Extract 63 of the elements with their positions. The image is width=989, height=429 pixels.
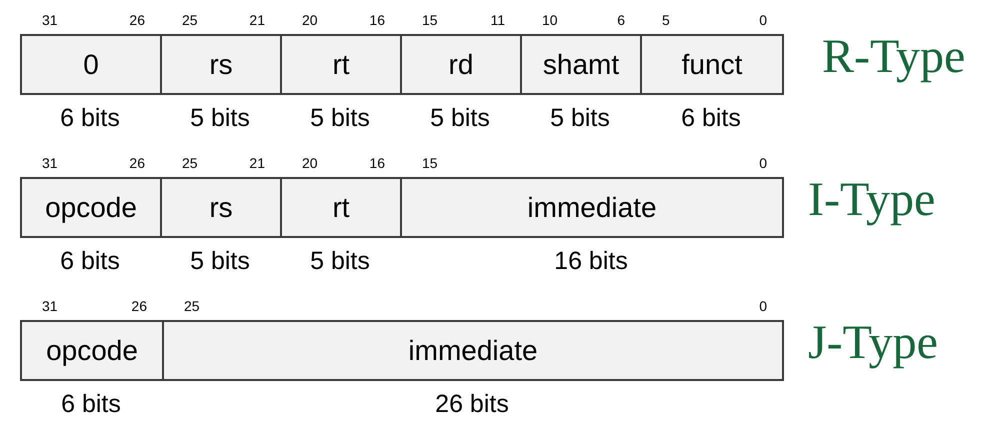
bit-number: 0	[759, 13, 767, 27]
bit-number: 31	[42, 299, 58, 313]
field-name: immediate	[408, 336, 538, 364]
field-width-label: 6 bits	[60, 106, 120, 131]
field-width-label: 16 bits	[554, 249, 628, 274]
field-name: opcode	[45, 194, 137, 222]
bit-number: 21	[249, 156, 265, 170]
bit-field	[520, 34, 640, 95]
bit-field	[20, 177, 160, 238]
bit-field	[280, 177, 400, 238]
field-width-label: 5 bits	[550, 106, 610, 131]
bit-number: 25	[184, 299, 200, 313]
bit-field	[160, 34, 280, 95]
field-width-label: 26 bits	[435, 392, 509, 417]
bit-number: 15	[422, 156, 438, 170]
bit-number: 16	[369, 13, 385, 27]
bit-number: 10	[542, 13, 558, 27]
field-width-label: 5 bits	[430, 106, 490, 131]
bit-field	[20, 320, 162, 381]
field-width-label: 5 bits	[310, 106, 370, 131]
field-width-label: 5 bits	[190, 249, 250, 274]
bit-number: 15	[422, 13, 438, 27]
field-name: rt	[332, 50, 350, 78]
field-width-label: 6 bits	[681, 106, 741, 131]
field-name: 0	[83, 50, 99, 78]
field-name: shamt	[542, 50, 620, 78]
bit-number: 0	[759, 156, 767, 170]
bit-number: 0	[759, 299, 767, 313]
bit-number: 11	[490, 13, 505, 27]
bit-number: 31	[42, 156, 58, 170]
bit-number: 26	[129, 156, 145, 170]
bit-field	[280, 34, 400, 95]
format-type-label: R-Type	[822, 33, 966, 81]
bit-number: 31	[42, 13, 58, 27]
field-name: immediate	[527, 194, 657, 222]
field-name: funct	[682, 50, 742, 78]
field-width-label: 5 bits	[190, 106, 250, 131]
bit-number: 26	[131, 299, 147, 313]
bit-number: 25	[182, 13, 198, 27]
format-type-label: I-Type	[808, 176, 936, 224]
field-name: rd	[448, 50, 474, 78]
field-name: rt	[332, 194, 350, 222]
bit-field	[20, 34, 160, 95]
bit-number: 5	[662, 13, 670, 27]
field-width-label: 6 bits	[60, 249, 120, 274]
field-name: opcode	[46, 336, 138, 364]
field-name: rs	[209, 50, 233, 78]
format-type-label: J-Type	[808, 319, 938, 367]
bit-field	[400, 177, 784, 238]
field-width-label: 6 bits	[61, 392, 121, 417]
bit-number: 21	[249, 13, 265, 27]
bit-field	[162, 320, 784, 381]
field-width-label: 5 bits	[310, 249, 370, 274]
bit-number: 20	[302, 156, 318, 170]
bit-number: 6	[617, 13, 625, 27]
bit-number: 25	[182, 156, 198, 170]
field-name: rs	[209, 194, 233, 222]
bit-field	[160, 177, 280, 238]
bit-number: 16	[369, 156, 385, 170]
bit-field	[400, 34, 520, 95]
bit-field	[640, 34, 784, 95]
bit-number: 20	[302, 13, 318, 27]
bit-number: 26	[129, 13, 145, 27]
